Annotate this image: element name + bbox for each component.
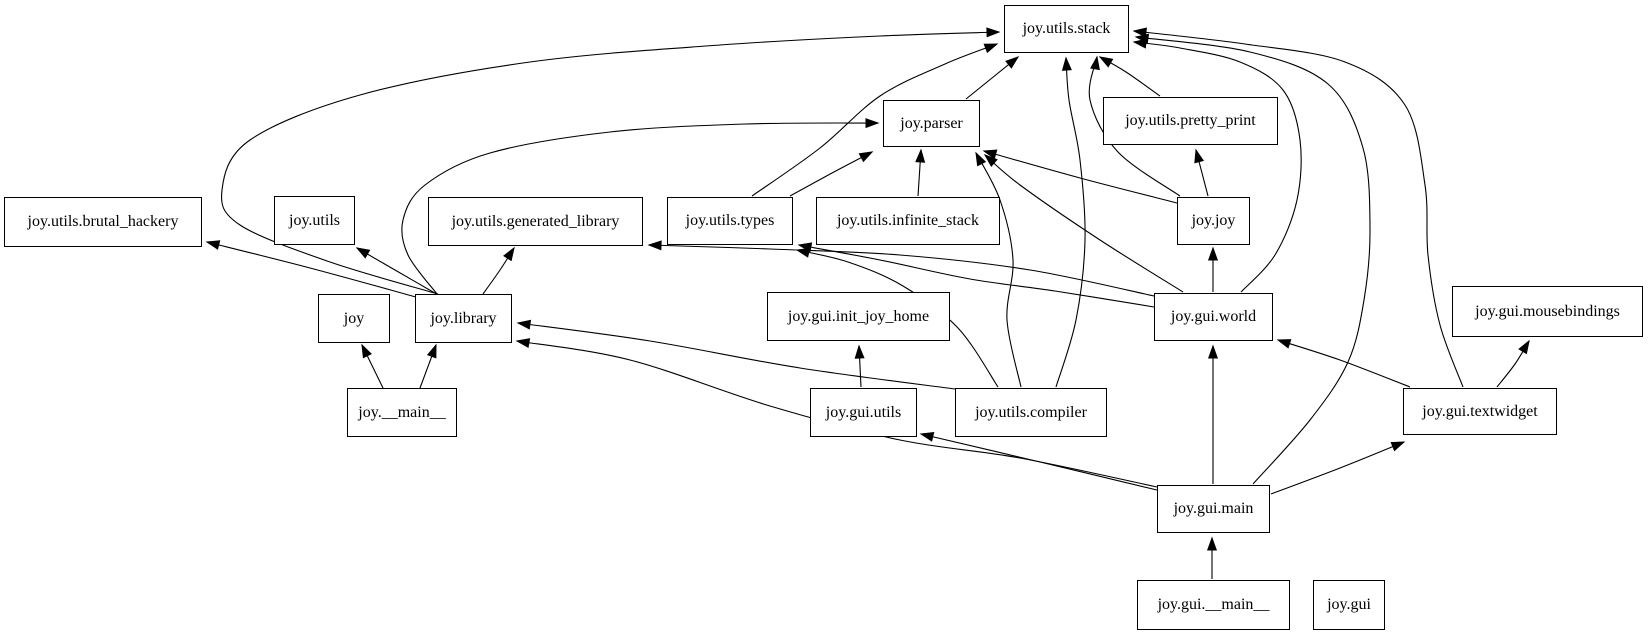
arrowhead-textwidget-to-stack bbox=[1132, 27, 1147, 38]
arrowhead-types-to-parser bbox=[858, 151, 874, 163]
arrowhead-pretty-to-stack bbox=[1098, 56, 1114, 68]
node-joy-main-: joy.__main__ bbox=[347, 388, 457, 437]
arrowhead-textwidget-to-world bbox=[1276, 339, 1292, 349]
arrowhead-joyjoy-to-stack bbox=[1090, 55, 1100, 71]
node-joy-utils: joy.utils bbox=[274, 196, 355, 245]
arrowhead-infstack-to-parser bbox=[915, 148, 926, 163]
node-joy-gui-mousebindings: joy.gui.mousebindings bbox=[1452, 286, 1643, 337]
edge-guimain-to-stack bbox=[1135, 36, 1371, 485]
node-joy-utils-compiler: joy.utils.compiler bbox=[955, 388, 1107, 437]
node-label: joy.gui.mousebindings bbox=[1475, 302, 1620, 320]
edge-compiler-to-library bbox=[517, 322, 956, 390]
node-joy-gui-main: joy.gui.main bbox=[1157, 485, 1270, 533]
arrowhead-guimain-to-textwidget bbox=[1390, 441, 1406, 452]
edge-guimain-to-textwidget bbox=[1270, 441, 1405, 495]
node-joy-gui-init-joy-home: joy.gui.init_joy_home bbox=[767, 292, 950, 341]
edge-compiler-to-stack bbox=[1055, 57, 1086, 388]
node-label: joy.utils.generated_library bbox=[451, 212, 620, 230]
edge-world-to-stack bbox=[1133, 41, 1302, 293]
edge-types-to-stack bbox=[751, 43, 998, 197]
node-joy-utils-infinite-stack: joy.utils.infinite_stack bbox=[816, 197, 1000, 245]
edge-library-to-utils bbox=[356, 247, 441, 297]
arrowhead-types-to-stack bbox=[983, 43, 999, 54]
arrowhead-guimain-to-guiutils bbox=[919, 431, 935, 442]
node-label: joy.joy bbox=[1191, 212, 1236, 229]
node-label: joy.library bbox=[430, 309, 497, 327]
node-joy-gui-world: joy.gui.world bbox=[1154, 293, 1273, 341]
arrowhead-textwidget-to-mouse bbox=[1518, 339, 1530, 355]
node-label: joy bbox=[343, 309, 365, 327]
node-joy-gui-textwidget: joy.gui.textwidget bbox=[1403, 388, 1557, 435]
edge-joyjoy-to-parser bbox=[983, 150, 1178, 204]
node-label: joy.utils.stack bbox=[1022, 20, 1111, 37]
node-joy-gui-utils: joy.gui.utils bbox=[810, 388, 917, 437]
arrowhead-main-to-library bbox=[426, 343, 437, 359]
arrowhead-compiler-to-stack bbox=[1061, 56, 1072, 71]
node-label: joy.gui bbox=[1327, 596, 1371, 613]
node-joy-gui: joy.gui bbox=[1313, 580, 1385, 630]
arrowhead-guiutils-to-inithome bbox=[854, 344, 865, 359]
edge-compiler-to-types bbox=[796, 249, 999, 388]
arrowhead-world-to-parser bbox=[983, 154, 998, 167]
node-label: joy.utils.pretty_print bbox=[1125, 112, 1256, 129]
edge-library-to-stack bbox=[221, 31, 1000, 295]
arrowhead-compiler-to-library bbox=[516, 319, 532, 330]
node-label: joy.gui.utils bbox=[825, 403, 902, 421]
node-joy-utils-brutal-hackery: joy.utils.brutal_hackery bbox=[4, 197, 202, 247]
node-label: joy.utils.brutal_hackery bbox=[27, 213, 179, 230]
node-joy-utils-stack: joy.utils.stack bbox=[1004, 5, 1129, 53]
node-joy-parser: joy.parser bbox=[883, 100, 980, 147]
arrowhead-library-to-utils bbox=[355, 247, 371, 259]
arrowhead-library-to-genlib bbox=[503, 246, 515, 262]
edge-textwidget-to-stack bbox=[1133, 30, 1464, 388]
arrowhead-world-to-stack bbox=[1132, 38, 1148, 49]
node-label: joy.gui.__main__ bbox=[1157, 596, 1270, 613]
node-joy-library: joy.library bbox=[415, 294, 512, 343]
node-label: joy.gui.textwidget bbox=[1422, 402, 1538, 420]
arrowhead-guimain-to-library bbox=[515, 338, 531, 349]
arrowhead-world-to-genlib bbox=[647, 240, 662, 251]
node-label: joy.gui.init_joy_home bbox=[787, 307, 930, 325]
node-joy-utils-types: joy.utils.types bbox=[667, 197, 793, 245]
node-joy-utils-pretty-print: joy.utils.pretty_print bbox=[1103, 97, 1278, 145]
node-joy-utils-generated-library: joy.utils.generated_library bbox=[428, 197, 643, 246]
arrowhead-library-to-parser bbox=[865, 118, 880, 129]
node-label: joy.utils bbox=[289, 211, 340, 229]
node-joy: joy bbox=[318, 294, 390, 343]
edge-world-to-types bbox=[798, 244, 1155, 308]
node-label: joy.utils.compiler bbox=[975, 403, 1087, 421]
arrowhead-parser-to-stack bbox=[1005, 56, 1020, 69]
edge-world-to-parser bbox=[984, 154, 1184, 293]
edge-library-to-brutal bbox=[206, 241, 417, 298]
node-label: joy.utils.types bbox=[685, 212, 775, 229]
arrowhead-guimainmain-to-guimain bbox=[1206, 536, 1218, 551]
node-label: joy.__main__ bbox=[358, 403, 446, 421]
node-label: joy.gui.world bbox=[1170, 308, 1257, 325]
node-label: joy.parser bbox=[900, 114, 963, 132]
edge-library-to-parser bbox=[401, 122, 879, 295]
node-label: joy.utils.infinite_stack bbox=[836, 212, 980, 229]
arrowhead-main-to-joy bbox=[361, 343, 372, 359]
arrowhead-library-to-stack bbox=[986, 27, 1001, 38]
arrowhead-joyjoy-to-parser bbox=[982, 149, 998, 160]
node-label: joy.gui.main bbox=[1173, 500, 1254, 517]
node-joy-gui-main-: joy.gui.__main__ bbox=[1137, 580, 1290, 630]
node-joy-joy: joy.joy bbox=[1177, 197, 1250, 245]
arrowhead-library-to-brutal bbox=[205, 240, 221, 250]
arrowhead-compiler-to-types bbox=[795, 247, 811, 258]
arrowhead-compiler-to-parser bbox=[975, 151, 987, 167]
edge-compiler-to-parser bbox=[975, 152, 1022, 388]
arrowhead-guimain-to-world bbox=[1207, 344, 1219, 359]
edge-joyjoy-to-stack bbox=[1088, 56, 1181, 197]
arrowhead-world-to-joyjoy bbox=[1207, 246, 1219, 261]
arrowhead-joyjoy-to-pretty bbox=[1194, 148, 1205, 164]
edge-world-to-genlib bbox=[648, 244, 1155, 297]
edge-textwidget-to-world bbox=[1277, 339, 1411, 388]
edge-types-to-parser bbox=[789, 151, 873, 197]
